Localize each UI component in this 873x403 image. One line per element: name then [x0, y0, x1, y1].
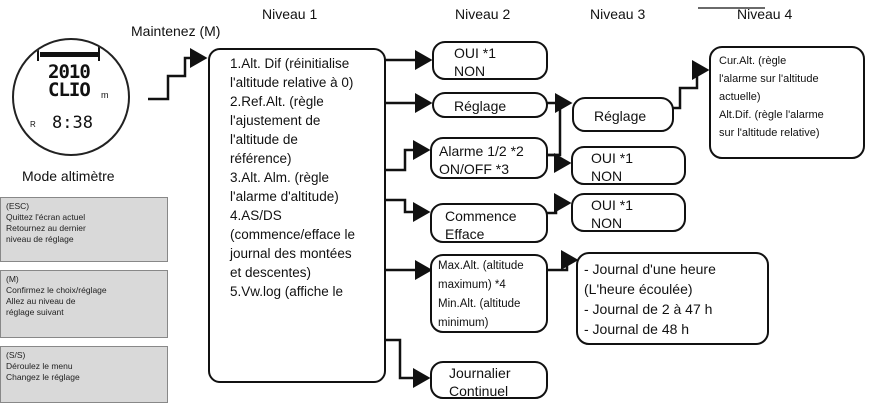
legend-esc-line: Retournez au dernier	[6, 223, 86, 233]
option-alt-dif: Alt.Dif. (règle l'alarme	[719, 109, 824, 121]
legend-m-line: Allez au niveau de	[6, 296, 76, 306]
option-max-alt: Max.Alt. (altitude	[438, 260, 524, 272]
option-max-alt-cont: maximum) *4	[438, 279, 506, 291]
option-efface: Efface	[445, 226, 485, 242]
legend-m-key: (M)	[6, 274, 19, 284]
level-1-line: journal des montées	[230, 246, 352, 261]
legend-m: (M) Confirmez le choix/réglage Allez au …	[0, 270, 168, 338]
legend-esc: (ESC) Quittez l'écran actuel Retournez a…	[0, 197, 168, 262]
option-journal-1h-note: (L'heure écoulée)	[584, 281, 693, 297]
option-journal-1h: - Journal d'une heure	[584, 261, 716, 277]
option-cur-alt-end: actuelle)	[719, 91, 761, 103]
level-3-reglage-box: Réglage	[572, 97, 674, 132]
legend-m-line: réglage suivant	[6, 307, 64, 317]
level-1-menu-box: 1.Alt. Dif (réinitialise l'altitude rela…	[208, 48, 386, 383]
level-2-commence-box: Commence Efface	[430, 203, 548, 243]
option-min-alt-cont: minimum)	[438, 317, 489, 329]
maintenez-label: Maintenez (M)	[131, 23, 221, 39]
legend-esc-line: niveau de réglage	[6, 234, 74, 244]
level-2-journalier-box: Journalier Continuel	[430, 361, 548, 399]
legend-ss-line: Changez le réglage	[6, 372, 80, 382]
level-1-line: l'ajustement de	[230, 113, 321, 128]
level-1-line: l'altitude de	[230, 132, 298, 147]
option-oui: OUI *1	[591, 150, 634, 166]
level-1-line: l'alarme d'altitude)	[230, 189, 339, 204]
level-2-reglage-box: Réglage	[432, 92, 548, 118]
watch-time: 8:38	[52, 113, 93, 133]
level-3-journal-box: - Journal d'une heure (L'heure écoulée) …	[576, 252, 769, 345]
level-4-alarm-box: Cur.Alt. (règle l'alarme sur l'altitude …	[709, 46, 865, 159]
watch-top-bar	[40, 52, 98, 57]
option-journal-48: - Journal de 48 h	[584, 321, 690, 337]
watch-altitude-row-2: CLIO	[48, 79, 91, 101]
option-non: NON	[591, 215, 623, 231]
level-3-oui-non-a: OUI *1 NON	[571, 146, 686, 185]
level-3-oui-non-b: OUI *1 NON	[571, 193, 686, 232]
watch-altitude-row-1: 2010	[48, 61, 91, 83]
level-2-maxmin-box: Max.Alt. (altitude maximum) *4 Min.Alt. …	[430, 254, 548, 333]
level-1-line: l'altitude relative à 0)	[230, 75, 354, 90]
option-oui: OUI *1	[591, 197, 634, 213]
level-2-alarme-box: Alarme 1/2 *2 ON/OFF *3	[430, 137, 548, 179]
header-level-4: Niveau 4	[737, 6, 793, 22]
option-continuel: Continuel	[449, 383, 509, 399]
header-level-2: Niveau 2	[455, 6, 511, 22]
option-cur-alt: Cur.Alt. (règle	[719, 55, 787, 67]
watch-marker: R	[30, 120, 36, 129]
option-reglage: Réglage	[454, 98, 507, 114]
option-reglage-3: Réglage	[594, 108, 647, 124]
option-non: NON	[454, 63, 486, 79]
option-oui: OUI *1	[454, 45, 497, 61]
option-alt-dif-cont: sur l'altitude relative)	[719, 127, 820, 139]
option-min-alt: Min.Alt. (altitude	[438, 298, 521, 310]
header-level-3: Niveau 3	[590, 6, 646, 22]
level-1-line: 4.AS/DS	[230, 208, 282, 223]
watch-unit: m	[101, 90, 109, 100]
option-journalier: Journalier	[449, 365, 511, 381]
header-level-1: Niveau 1	[262, 6, 318, 22]
legend-m-line: Confirmez le choix/réglage	[6, 285, 107, 295]
option-non: NON	[591, 168, 623, 184]
watch-caption: Mode altimètre	[22, 168, 115, 184]
legend-esc-key: (ESC)	[6, 201, 30, 211]
option-commence: Commence	[445, 208, 517, 224]
level-1-line: 3.Alt. Alm. (règle	[230, 170, 330, 185]
level-1-line: 5.Vw.log (affiche le	[230, 284, 344, 299]
option-journal-2-47: - Journal de 2 à 47 h	[584, 301, 713, 317]
watch-face: 2010 CLIO m R 8:38	[12, 38, 130, 156]
level-1-line: 1.Alt. Dif (réinitialise	[230, 56, 350, 71]
option-on-off: ON/OFF *3	[439, 161, 510, 177]
level-1-line: et descentes)	[230, 265, 312, 280]
level-1-line: (commence/efface le	[230, 227, 356, 242]
option-cur-alt-cont: l'alarme sur l'altitude	[719, 73, 819, 85]
legend-esc-line: Quittez l'écran actuel	[6, 212, 86, 222]
level-1-line: 2.Ref.Alt. (règle	[230, 94, 324, 109]
legend-ss-line: Déroulez le menu	[6, 361, 73, 371]
legend-ss-key: (S/S)	[6, 350, 26, 360]
level-1-line: référence)	[230, 151, 292, 166]
legend-ss: (S/S) Déroulez le menu Changez le réglag…	[0, 346, 168, 403]
level-2-oui-non-box: OUI *1 NON	[432, 41, 548, 80]
option-alarme: Alarme 1/2 *2	[439, 143, 524, 159]
